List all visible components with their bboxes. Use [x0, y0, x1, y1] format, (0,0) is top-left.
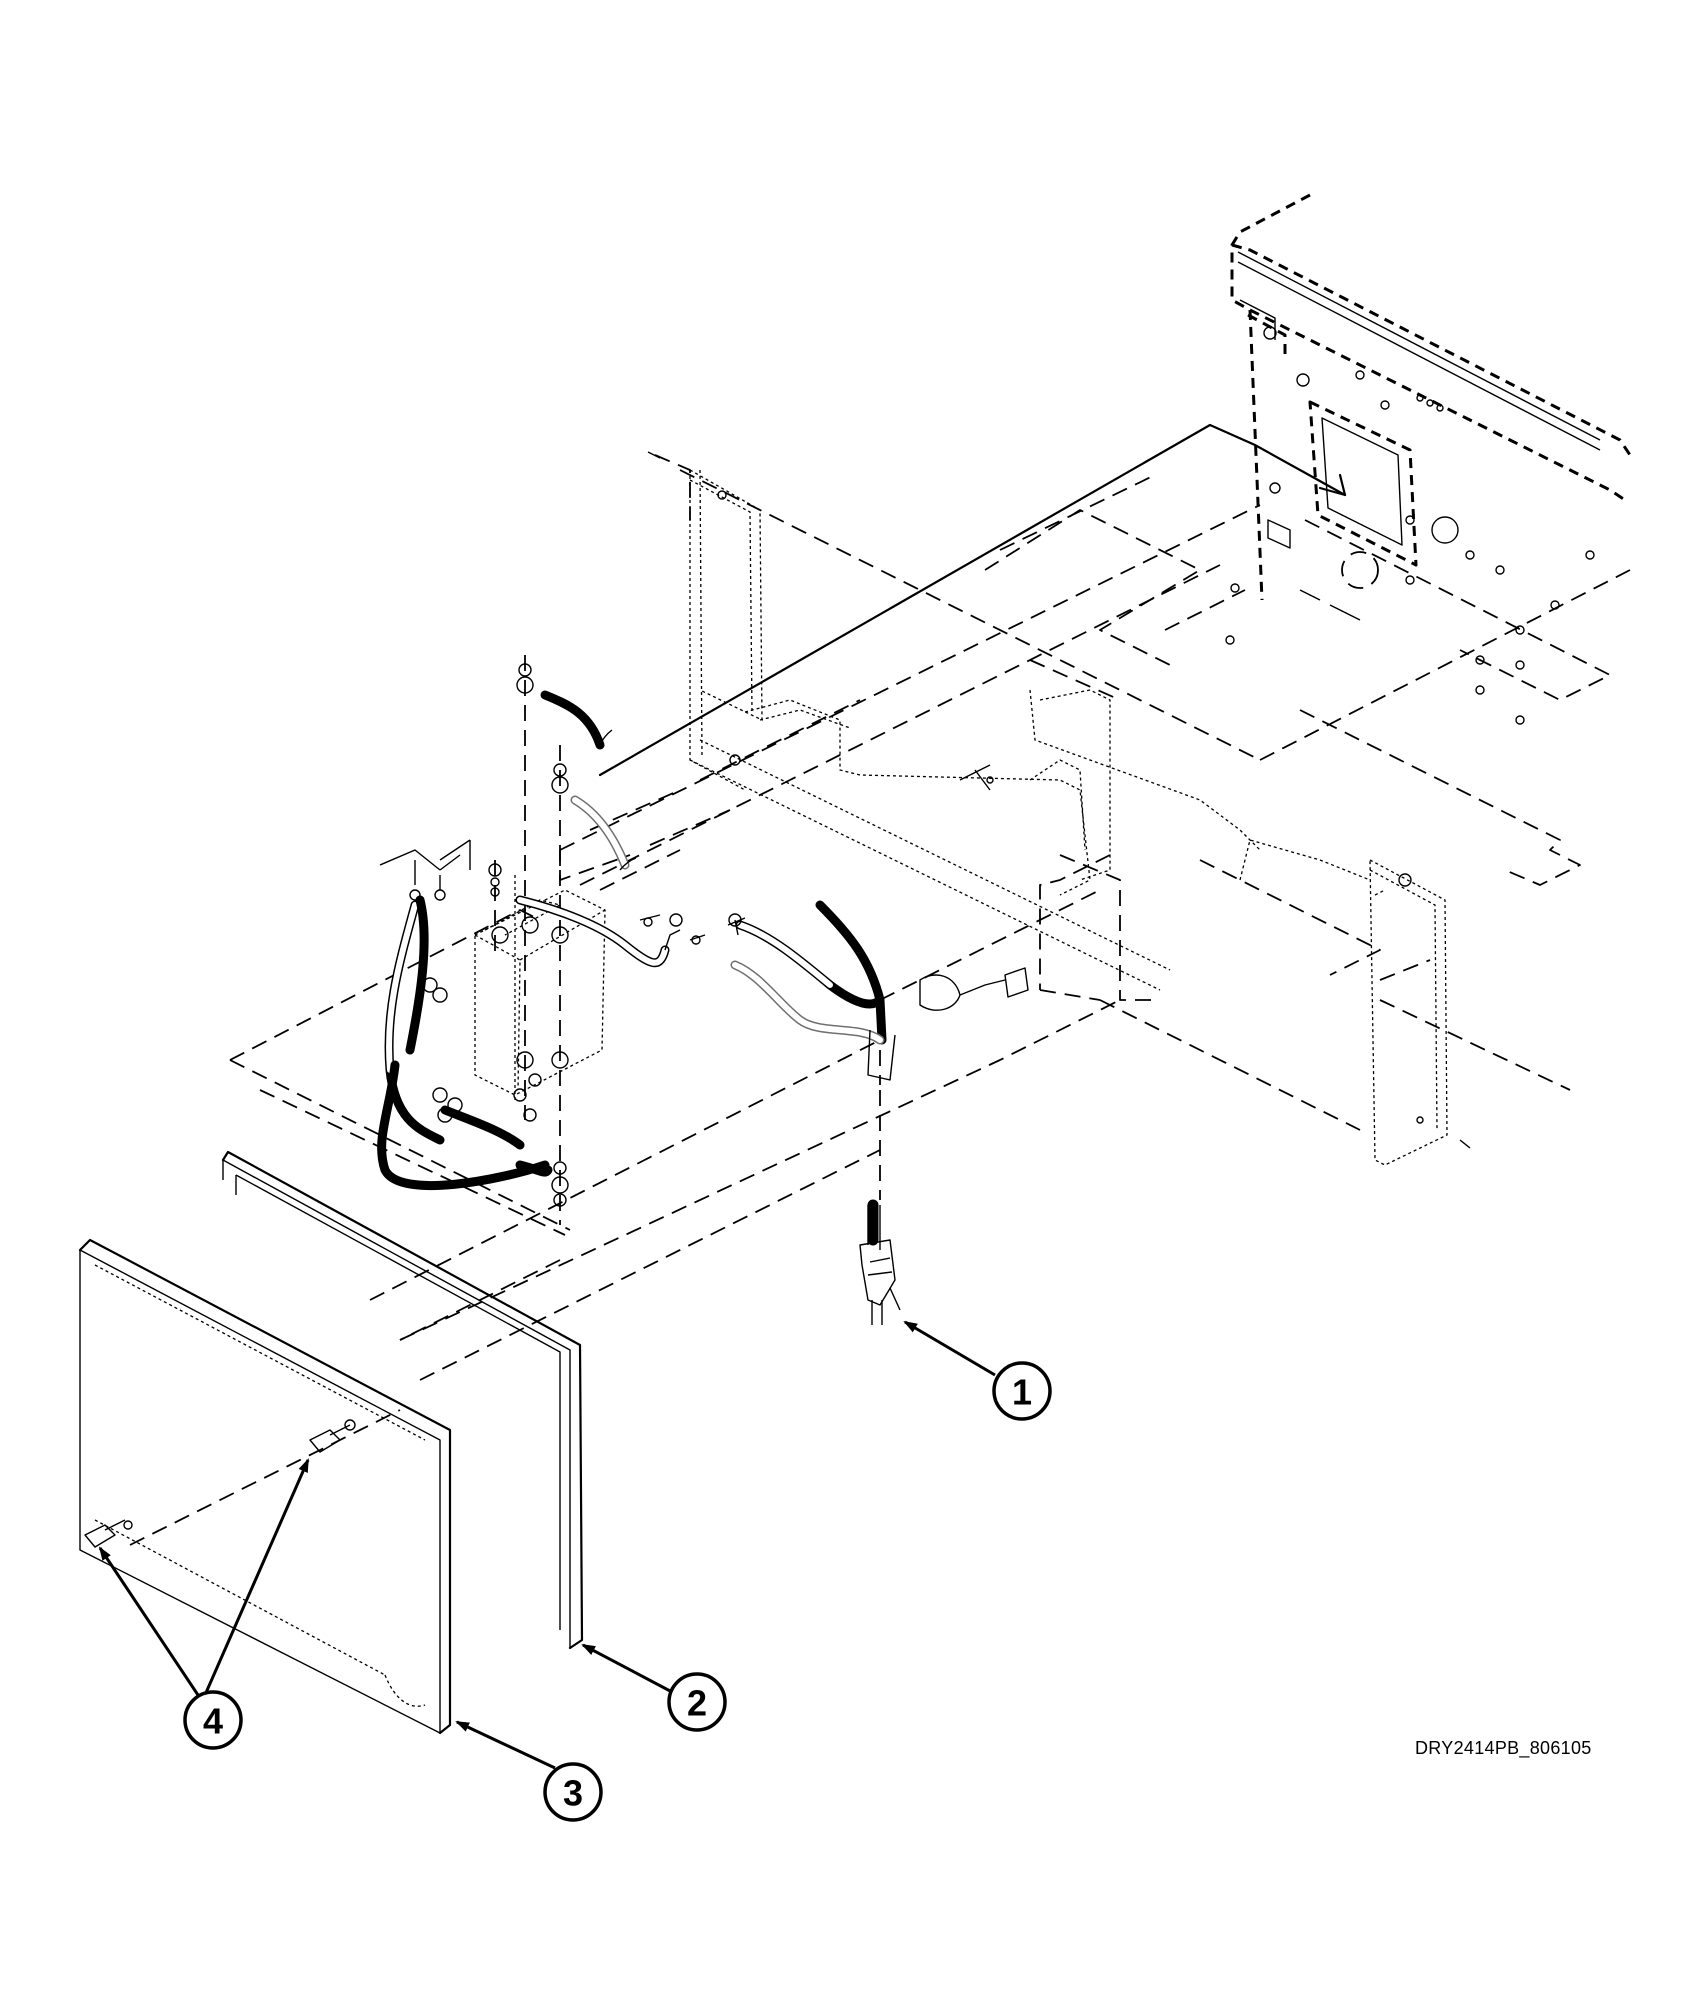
filter-capacitor [474, 889, 606, 1096]
wire-harness-left [377, 839, 553, 1191]
callout-4: 4 [183, 1690, 243, 1750]
callout-1-label: 1 [1012, 1372, 1032, 1413]
assembly-outline [129, 469, 1631, 1546]
dryer-cabinet [1225, 193, 1632, 725]
power-cord-plug [859, 1090, 901, 1325]
jumper-wire-capacitor [515, 895, 683, 967]
terminal-studs [422, 655, 569, 1225]
power-cord-wires [689, 900, 1029, 1081]
callout-3-label: 3 [563, 1773, 583, 1814]
callout-1: 1 [992, 1361, 1052, 1421]
access-cover-panel [78, 1238, 452, 1735]
callout-3: 3 [543, 1762, 603, 1822]
mounting-bracket-right [1369, 858, 1471, 1166]
callout-2-label: 2 [687, 1683, 707, 1724]
callout-2: 2 [667, 1672, 727, 1732]
access-cover-gasket [221, 1150, 584, 1650]
ground-wire-upper [540, 690, 637, 871]
callout-4-label: 4 [203, 1701, 223, 1742]
callout-leaders [98, 1320, 996, 1770]
mounting-bracket-left [647, 451, 763, 791]
drawing-id-label: DRY2414PB_806105 [1415, 1738, 1592, 1758]
wire-leader-to-cabinet [598, 423, 1347, 777]
cover-screws [84, 1424, 351, 1548]
center-channel [689, 689, 1371, 991]
